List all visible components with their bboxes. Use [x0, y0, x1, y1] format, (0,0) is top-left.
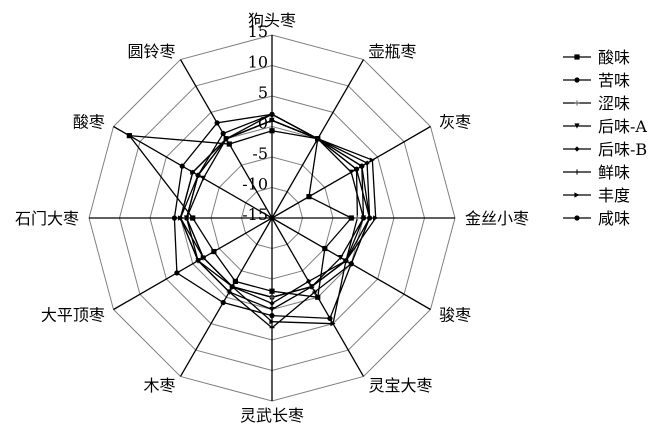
data-point — [200, 175, 206, 181]
axis-line — [179, 217, 273, 377]
data-point — [360, 215, 367, 221]
legend-label: 鲜味 — [598, 163, 630, 182]
legend-label: 后味-A — [598, 117, 647, 136]
legend-marker — [574, 146, 580, 152]
data-point — [269, 300, 275, 306]
legend-label: 丰度 — [598, 186, 630, 205]
data-point — [359, 163, 365, 169]
data-point — [330, 321, 336, 327]
tick-label: -10 — [242, 175, 268, 194]
legend-marker — [574, 123, 580, 129]
data-point — [367, 215, 373, 221]
legend-marker — [574, 192, 580, 198]
data-point — [214, 120, 220, 126]
data-point — [309, 284, 315, 290]
data-point — [269, 313, 275, 319]
legend-marker — [574, 100, 580, 106]
legend-label: 后味-B — [598, 140, 647, 159]
data-point — [348, 215, 354, 221]
axis-label: 灵宝大枣 — [369, 376, 433, 395]
data-point — [306, 278, 312, 284]
data-point — [211, 248, 217, 255]
data-point — [190, 215, 196, 221]
data-point — [354, 215, 360, 221]
axis-label: 石门大枣 — [15, 209, 79, 228]
data-point — [226, 141, 232, 147]
legend-marker — [574, 169, 580, 175]
data-point — [195, 172, 201, 178]
data-point — [327, 315, 333, 321]
axis-label: 酸枣 — [73, 113, 105, 132]
data-point — [269, 325, 275, 331]
data-point — [190, 169, 196, 175]
legend-label: 酸味 — [598, 48, 630, 67]
data-point — [269, 128, 275, 134]
data-point — [364, 160, 370, 166]
data-point — [126, 133, 132, 139]
legend-marker — [574, 54, 580, 60]
data-point — [269, 306, 275, 313]
tick-label: -5 — [252, 144, 268, 163]
series-3: 后味-A — [184, 117, 647, 313]
axis-label: 狗头枣 — [248, 11, 296, 30]
data-point — [220, 130, 226, 137]
data-point — [195, 258, 201, 264]
axis-label: 灰枣 — [439, 113, 471, 132]
data-point — [353, 166, 360, 172]
data-point — [348, 261, 354, 267]
data-point — [220, 299, 226, 306]
data-point — [338, 255, 344, 261]
axis-label: 圆铃枣 — [127, 42, 175, 61]
legend-label: 苦味 — [598, 71, 630, 90]
legend-label: 涩味 — [598, 94, 630, 113]
data-point — [343, 258, 349, 264]
data-point — [312, 289, 318, 295]
axis-label: 金丝小枣 — [465, 209, 529, 228]
data-point — [184, 215, 190, 221]
data-point — [269, 111, 275, 117]
tick-label: -15 — [242, 205, 268, 224]
legend-marker — [574, 215, 580, 221]
data-point — [373, 215, 379, 221]
data-point — [322, 245, 328, 252]
series-line — [179, 113, 371, 329]
series-7: 咸味 — [171, 111, 630, 321]
data-point — [306, 194, 312, 200]
series-6: 丰度 — [177, 117, 630, 327]
tick-label: 5 — [258, 83, 268, 102]
axis-label: 木枣 — [143, 376, 175, 395]
data-point — [269, 294, 275, 300]
legend-label: 咸味 — [598, 209, 630, 228]
axis-line — [113, 217, 273, 311]
tick-label: 15 — [248, 22, 268, 41]
legend-marker — [574, 77, 580, 83]
data-point — [269, 288, 275, 294]
data-point — [229, 284, 235, 290]
data-point — [269, 117, 275, 123]
data-point — [269, 319, 275, 325]
data-point — [369, 157, 375, 163]
data-point — [171, 215, 177, 221]
data-point — [200, 255, 206, 261]
tick-label: 10 — [248, 53, 268, 72]
data-point — [315, 136, 321, 142]
series-line — [185, 113, 365, 298]
data-point — [177, 215, 184, 221]
axis-label: 骏枣 — [439, 306, 471, 325]
data-point — [315, 294, 321, 300]
data-point — [348, 169, 354, 175]
axis-label: 壶瓶枣 — [369, 42, 417, 61]
axis-label: 大平顶枣 — [41, 306, 105, 325]
series-0: 酸味 — [126, 48, 630, 300]
data-point — [223, 136, 229, 142]
data-point — [226, 289, 232, 295]
tick-label: 0 — [258, 114, 268, 133]
data-point — [232, 278, 238, 284]
data-point — [179, 163, 185, 169]
axis-label: 灵武长枣 — [240, 406, 304, 425]
data-point — [174, 270, 180, 276]
